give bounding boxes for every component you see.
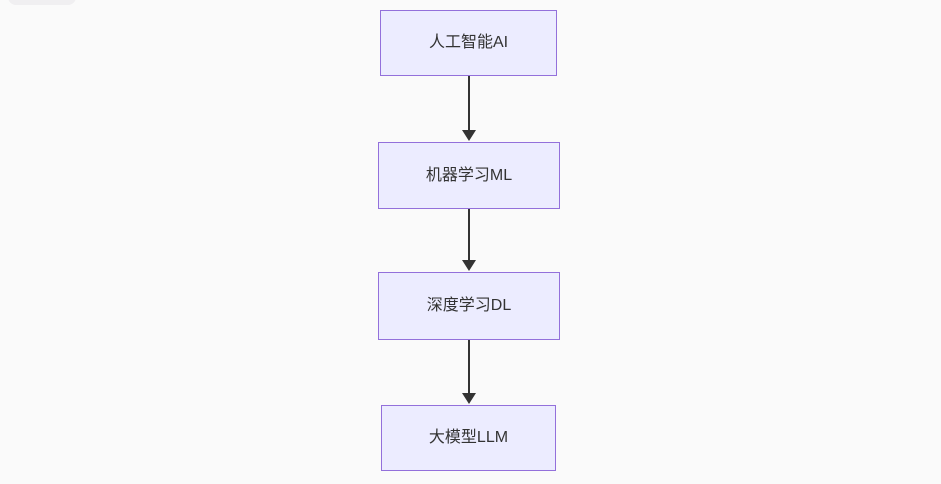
edge-line — [467, 340, 470, 393]
edge-dl-to-llm — [461, 340, 476, 404]
flowchart-node-ai: 人工智能AI — [380, 10, 557, 76]
flowchart-node-llm: 大模型LLM — [381, 405, 556, 471]
arrowhead-down-icon — [461, 130, 476, 141]
arrowhead-down-icon — [461, 393, 476, 404]
edge-ml-to-dl — [461, 209, 476, 271]
top-left-cropped-element — [8, 0, 76, 5]
flowchart-node-dl: 深度学习DL — [378, 272, 560, 340]
edge-line — [467, 76, 470, 130]
edge-line — [467, 209, 470, 260]
flowchart-node-ml: 机器学习ML — [378, 142, 560, 209]
edge-ai-to-ml — [461, 76, 476, 141]
arrowhead-down-icon — [461, 260, 476, 271]
